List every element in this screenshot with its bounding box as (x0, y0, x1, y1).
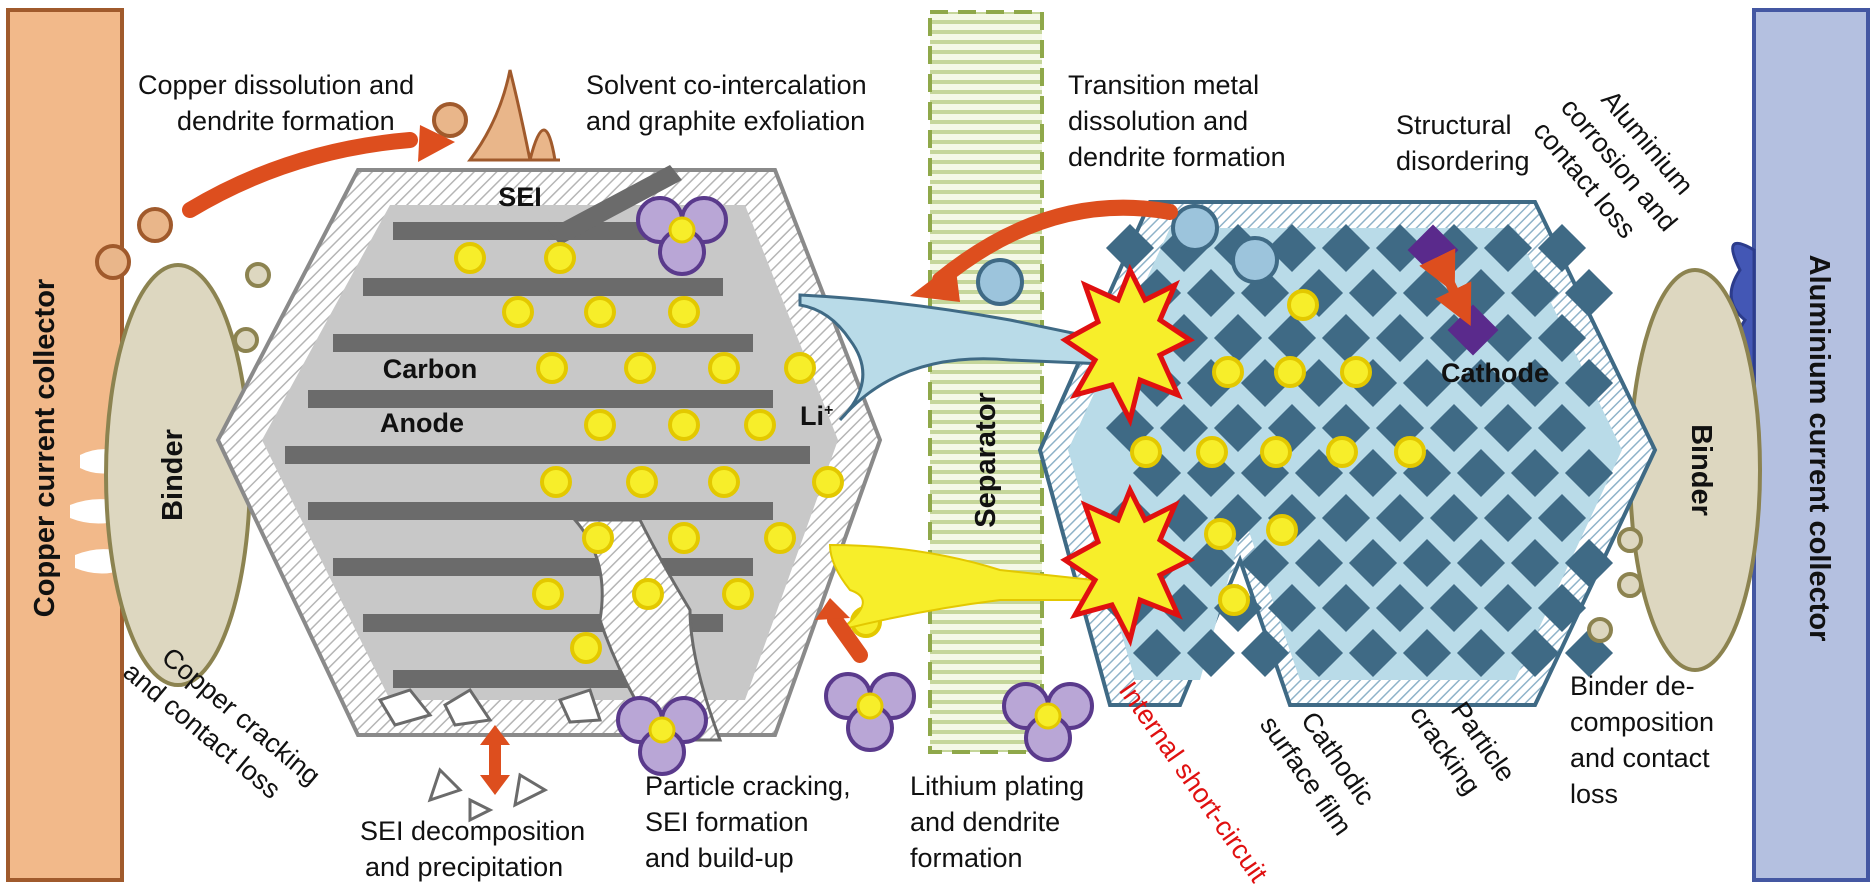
lithium-ion (584, 296, 616, 328)
lithium-ion (570, 632, 602, 664)
lithium-ion (624, 352, 656, 384)
binder-left: Binder (104, 263, 252, 687)
lithium-plating-label: Lithium plating and dendrite formation (910, 771, 1092, 873)
solvent-molecule (1002, 682, 1094, 762)
separator: Separator (928, 10, 1044, 754)
disorder-arrow (1419, 248, 1472, 326)
sei-decomposition-label: SEI decomposition and precipitation (360, 816, 593, 882)
lithium-ion (1204, 518, 1236, 550)
solvent-molecule (636, 196, 728, 276)
tm-arrow-head (910, 262, 960, 302)
lithium-ion (502, 296, 534, 328)
binder-right: Binder (1628, 268, 1762, 672)
lithium-ion (582, 522, 614, 554)
lithium-ion (812, 466, 844, 498)
solvent-molecule (824, 672, 916, 752)
lithium-ion (540, 466, 572, 498)
lithium-ion (1394, 436, 1426, 468)
copper-current-collector: Copper current collector (6, 8, 124, 882)
binder-decomposition-label: Binder de- composition and contact loss (1570, 671, 1722, 809)
transition-metal-label: Transition metal dissolution and dendrit… (1068, 70, 1286, 172)
lithium-ion (632, 578, 664, 610)
svg-text:Separator: Separator (970, 392, 1002, 527)
lithium-ion (536, 352, 568, 384)
sei-exfoliation-layer (548, 165, 682, 245)
lithium-ion (668, 296, 700, 328)
lithium-ion (784, 352, 816, 384)
internal-short-circuit-label: Internal short-circuit (1113, 676, 1274, 886)
lithium-ion (1340, 356, 1372, 388)
copper-particles (95, 102, 468, 280)
anode-crack (571, 518, 723, 742)
lithium-ion (1266, 514, 1298, 546)
short-circuit-star-bottom (1060, 483, 1195, 648)
lithium-ion (722, 578, 754, 610)
lithium-dendrite (828, 543, 1141, 631)
aluminium-current-collector: Aluminium current collector (1729, 8, 1870, 882)
sei-label: SEI (498, 182, 542, 212)
particle-crack-arrow (827, 612, 868, 663)
cathodic-film-label: Cathodic surface film (1254, 690, 1387, 841)
lithium-ion (532, 578, 564, 610)
lithium-ion (584, 409, 616, 441)
copper-collector-label: Copper current collector (29, 279, 61, 617)
sei-precipitates (377, 687, 603, 823)
sei-arrow-head-down (480, 775, 510, 795)
solvent-molecules (616, 196, 1094, 776)
lithium-ion (708, 466, 740, 498)
solvent-cointercalation-label: Solvent co-intercalation and graphite ex… (586, 70, 874, 136)
lithium-ion (764, 522, 796, 554)
lithium-ion (1287, 289, 1319, 321)
lithium-ion (1212, 356, 1244, 388)
anode-label: Anode (380, 408, 464, 438)
lithium-ion (668, 522, 700, 554)
lithium-ion (1196, 436, 1228, 468)
crack-arrow-head (815, 598, 850, 620)
lithium-ion (544, 242, 576, 274)
copper-dendrite (467, 69, 560, 162)
copper-dissolution-arrow (182, 132, 418, 218)
li-ion-label: Li+ (800, 401, 833, 431)
carbon-label: Carbon (383, 354, 478, 384)
lithium-ion (1130, 436, 1162, 468)
lithium-ion (1326, 436, 1358, 468)
sei-arrow-head-up (480, 725, 510, 745)
lithium-ion (1218, 584, 1250, 616)
svg-text:Binder: Binder (157, 429, 189, 521)
lithium-ion (1260, 436, 1292, 468)
structural-disordering-label: Structural disordering (1396, 110, 1530, 176)
short-circuit-star-top (1060, 263, 1195, 428)
lithium-ion (454, 242, 486, 274)
copper-arrow-head (418, 125, 455, 162)
short-circuit-stars (1060, 263, 1195, 648)
aluminium-collector-label: Aluminium current collector (1803, 255, 1835, 642)
svg-text:Binder: Binder (1685, 424, 1717, 516)
transition-metal-particles (976, 204, 1279, 306)
lithium-ion (708, 352, 740, 384)
transition-metal-arrow (932, 199, 1178, 288)
anode-particle: SEI Carbon Anode (215, 165, 883, 742)
binder-fragments (233, 262, 1643, 643)
lithium-ion (1274, 356, 1306, 388)
cathode-label: Cathode (1441, 358, 1549, 388)
lithium-ion (626, 466, 658, 498)
lithium-ion (744, 409, 776, 441)
solvent-molecule (616, 696, 708, 776)
particle-cracking-sei-label: Particle cracking, SEI formation and bui… (645, 771, 858, 873)
lithium-ion (668, 409, 700, 441)
process-arrows (182, 132, 1178, 786)
copper-dissolution-label: Copper dissolution and dendrite formatio… (138, 70, 422, 136)
transition-metal-dendrite (798, 293, 1132, 422)
